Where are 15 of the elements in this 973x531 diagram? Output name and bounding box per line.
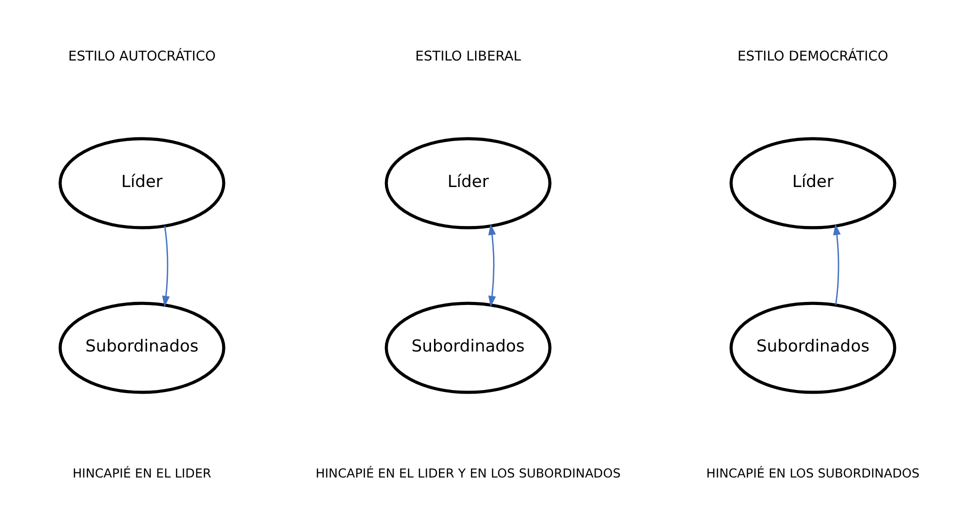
label: HINCAPIÉ EN EL LIDER: [72, 465, 211, 480]
label: ESTILO AUTOCRÁTICO: [68, 49, 216, 64]
node-ellipse: Subordinados: [58, 302, 225, 394]
label: ESTILO DEMOCRÁTICO: [737, 49, 888, 64]
label: HINCAPIÉ EN EL LIDER Y EN LOS SUBORDINADOS: [315, 465, 620, 480]
arrow: [162, 226, 170, 307]
node-ellipse: Subordinados: [729, 302, 896, 394]
node-ellipse: Líder: [729, 137, 896, 230]
node-ellipse: Subordinados: [384, 302, 551, 394]
node-ellipse: Líder: [384, 137, 551, 230]
node-ellipse: Líder: [58, 137, 225, 230]
arrow: [832, 224, 840, 306]
label: ESTILO LIBERAL: [414, 49, 521, 64]
arrow: [488, 224, 496, 307]
label: HINCAPIÉ EN LOS SUBORDINADOS: [706, 465, 920, 480]
